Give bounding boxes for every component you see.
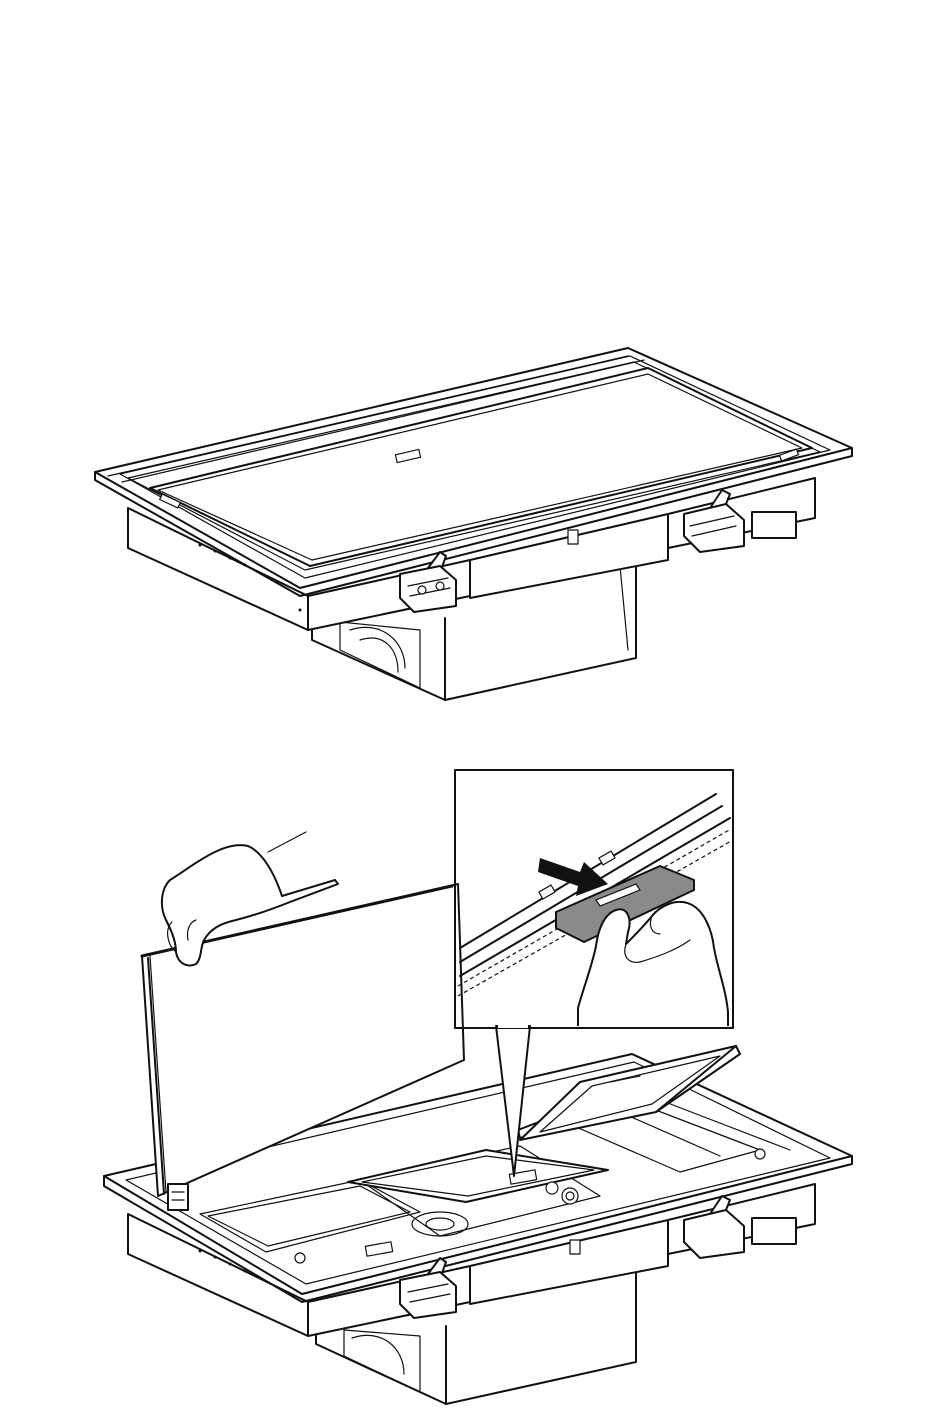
cooktop-glass-lifted: [104, 884, 852, 1404]
cooktop-assembled: [95, 348, 852, 700]
glass-hinge: [168, 1184, 188, 1210]
